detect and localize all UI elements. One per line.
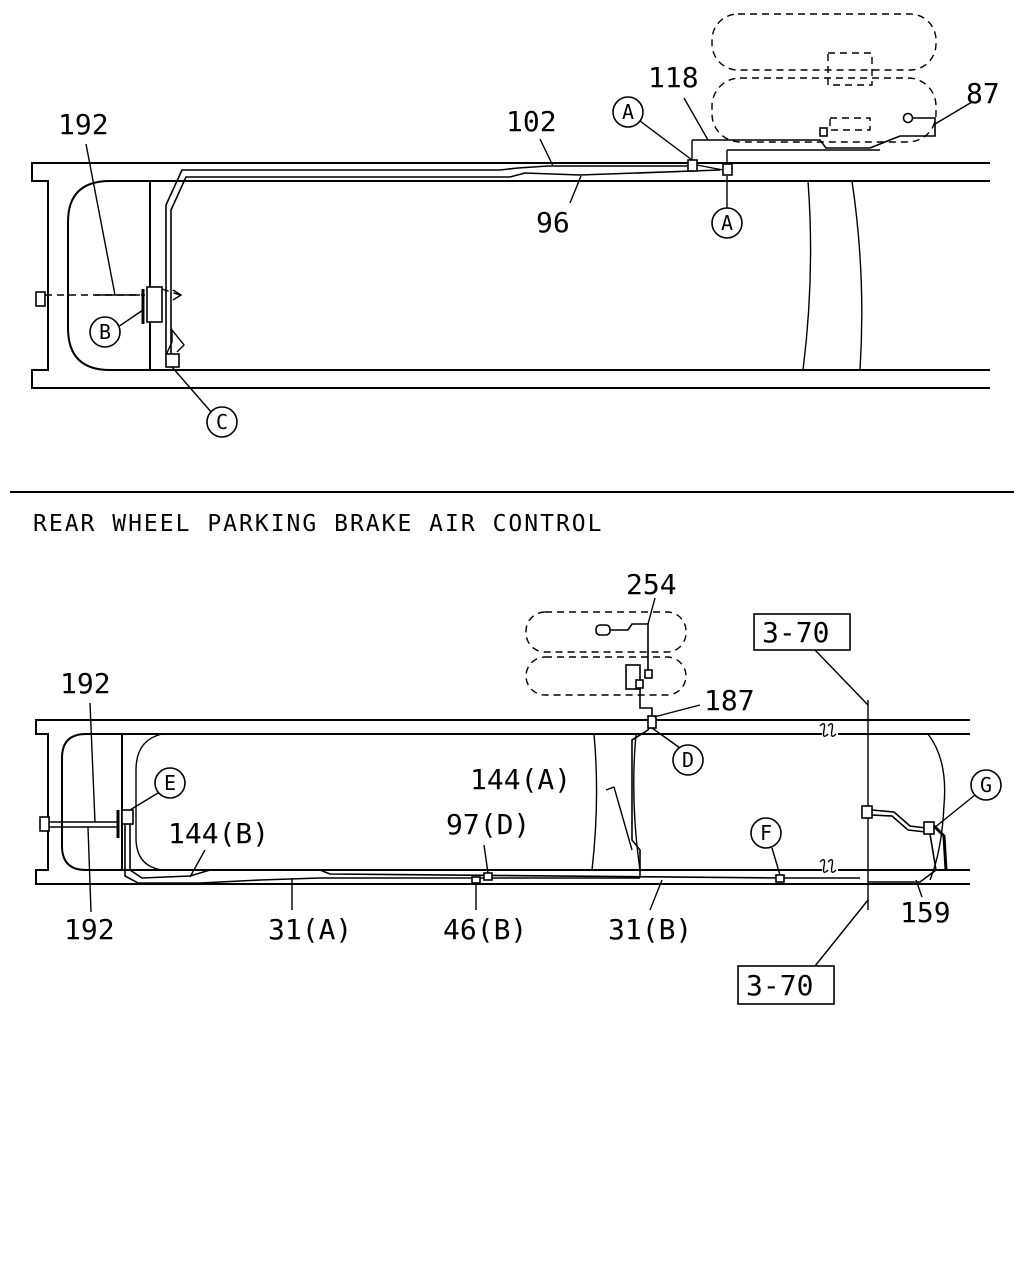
bottom-label-97d: 97(D) (446, 808, 530, 841)
bottom-frame-rails (35, 719, 970, 885)
top-label-118: 118 (648, 61, 699, 94)
bottom-connector-46b (471, 876, 481, 884)
top-callout-b: B (99, 320, 111, 344)
top-pipe-102 (165, 165, 690, 355)
top-brake-valve (146, 286, 163, 323)
bottom-label-144b: 144(B) (168, 817, 269, 850)
top-label-102: 102 (506, 105, 557, 138)
bottom-label-254: 254 (626, 568, 677, 601)
bottom-connector-97d (483, 872, 493, 881)
bottom-brake-valve (121, 809, 134, 825)
bottom-callout-e: E (164, 771, 176, 795)
bottom-connector-g (923, 821, 935, 835)
top-connector-c (165, 353, 180, 368)
top-callout-a2: A (721, 211, 733, 235)
top-label-96: 96 (536, 206, 570, 239)
bottom-label-159: 159 (900, 896, 951, 929)
top-pipe-96 (170, 169, 721, 355)
bottom-front-crossmember (61, 733, 123, 871)
ref-box-top (753, 613, 851, 651)
top-callout-a: A (622, 100, 634, 124)
top-frame-view: 192 102 118 87 96 A A B C (31, 13, 1000, 438)
bottom-callout-g-circle (970, 769, 1002, 801)
top-callout-a-circle (612, 96, 644, 128)
top-frame-rails (31, 162, 990, 389)
bottom-air-tank-upper (525, 611, 687, 653)
bottom-label-31a: 31(A) (268, 913, 352, 946)
bottom-label-144a: 144(A) (470, 763, 571, 796)
section-title: REAR WHEEL PARKING BRAKE AIR CONTROL (33, 511, 604, 537)
bottom-air-tank-lower (525, 656, 687, 696)
top-valve-87 (902, 112, 914, 124)
top-callout-c: C (216, 410, 228, 434)
top-air-tank-upper (711, 13, 937, 71)
bottom-label-192-top: 192 (60, 667, 111, 700)
bottom-callout-d: D (682, 748, 694, 772)
bottom-callout-d-circle (672, 744, 704, 776)
bottom-label-192-bottom: 192 (64, 913, 115, 946)
top-callout-c-circle (206, 406, 238, 438)
top-label-87: 87 (966, 77, 1000, 110)
bottom-callout-f-circle (750, 817, 782, 849)
bottom-connector-f (775, 874, 785, 883)
ref-box-bottom-label: 3-70 (746, 969, 813, 1002)
bottom-callout-g: G (980, 773, 992, 797)
ref-box-top-label: 3-70 (762, 616, 829, 649)
top-hose-fitting (35, 291, 46, 307)
bottom-connector-d (647, 715, 657, 729)
bottom-label-187: 187 (704, 684, 755, 717)
top-connector-a1 (687, 159, 698, 172)
bottom-connector-rear (861, 805, 873, 819)
bottom-label-46b: 46(B) (443, 913, 527, 946)
top-air-tank-lower (711, 77, 937, 143)
top-callout-a2-circle (711, 207, 743, 239)
top-label-192: 192 (58, 108, 109, 141)
top-front-crossmember (67, 180, 151, 371)
bottom-hose-fitting (39, 816, 50, 832)
ref-box-bottom (737, 965, 835, 1005)
bottom-callout-f: F (760, 821, 772, 845)
top-connector-a2 (722, 163, 733, 176)
bottom-callout-e-circle (154, 767, 186, 799)
top-callout-b-circle (89, 316, 121, 348)
bottom-frame-view: 254 192 187 144(A) 144(B) 97(D) 192 31(A… (35, 568, 1002, 1005)
bottom-label-31b: 31(B) (608, 913, 692, 946)
